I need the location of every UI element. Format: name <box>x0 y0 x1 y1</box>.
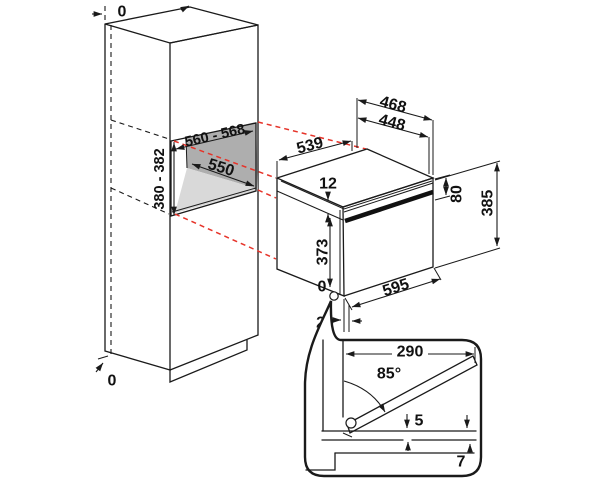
dim-label-door-bottom-gap: 5 <box>415 413 424 430</box>
dim-label-oven-top-strip: 12 <box>319 176 337 193</box>
dim-oven-front-strip: 80 <box>434 174 466 203</box>
inset-plinth-step <box>305 452 336 471</box>
niche-opening <box>170 122 257 217</box>
oven <box>275 148 435 297</box>
dim-label-oven-front-strip: 80 <box>449 185 466 203</box>
dim-label-oven-door-depth: 448 <box>377 111 407 134</box>
dim-door-angle: 85° <box>343 366 401 413</box>
dim-label-flush-marker: 0 <box>318 279 327 296</box>
projection-line-bottom-right <box>257 189 277 199</box>
door-hinge-cap <box>342 432 353 438</box>
oven-left-face <box>276 177 345 297</box>
dimension-annotations: 0 560 - 568 550 380 - 382 0 539 <box>92 4 501 390</box>
dim-label-bottom-clearance: 0 <box>108 373 117 390</box>
cabinet-front-face <box>169 24 259 371</box>
inset-open-door <box>342 355 478 438</box>
dim-label-niche-height: 380 - 382 <box>152 148 168 209</box>
inset-callout-border <box>303 300 483 478</box>
door-detail-inset: 85° 290 5 7 <box>303 300 483 478</box>
dim-label-base-step-gap: 7 <box>457 454 466 471</box>
oven-front-rim <box>343 182 434 213</box>
dim-oven-top-strip: 12 <box>319 176 337 223</box>
tall-cabinet <box>104 6 259 383</box>
oven-top-rim <box>280 180 433 210</box>
dim-flush-marker: 0 <box>318 279 339 301</box>
detail-reference-point <box>329 291 339 301</box>
dim-oven-door-depth: 448 <box>357 111 430 174</box>
dim-oven-door-height: 373 <box>315 217 333 288</box>
dim-oven-height: 385 <box>434 160 501 269</box>
dim-door-open-depth: 290 <box>345 344 476 363</box>
dim-label-oven-door-height: 373 <box>315 239 332 266</box>
dim-label-oven-height: 385 <box>480 190 497 217</box>
niche-hidden-top-line <box>110 119 170 140</box>
dim-label-oven-body-depth: 539 <box>295 134 325 157</box>
oven-left-strip-line <box>276 190 344 221</box>
dim-oven-width: 595 <box>344 267 442 311</box>
dim-label-top-clearance: 0 <box>118 4 127 21</box>
niche-bottom-inner-line <box>171 187 257 213</box>
dim-label-door-angle: 85° <box>377 366 401 383</box>
dim-door-bottom-gap: 5 <box>404 413 470 451</box>
projection-line-bottom-left <box>174 213 277 260</box>
door-hinge-pivot <box>345 417 357 429</box>
oven-door-band <box>344 189 434 224</box>
door-slab <box>346 355 478 434</box>
cabinet-top-face <box>104 6 259 44</box>
dim-base-step-gap: 7 <box>457 443 473 471</box>
dim-label-oven-width: 595 <box>381 276 412 300</box>
dim-oven-total-depth: 468 <box>356 93 434 175</box>
dim-oven-body-depth: 539 <box>276 134 353 177</box>
dim-top-clearance: 0 <box>92 4 190 21</box>
dim-bottom-clearance: 0 <box>95 355 117 390</box>
dim-niche-height: 380 - 382 <box>152 142 177 216</box>
cabinet-plinth <box>169 339 248 383</box>
dim-label-door-open-depth: 290 <box>397 344 424 361</box>
niche-hidden-bottom-line <box>110 187 170 215</box>
dim-label-oven-total-depth: 468 <box>378 93 408 116</box>
cabinet-left-face <box>104 23 171 371</box>
